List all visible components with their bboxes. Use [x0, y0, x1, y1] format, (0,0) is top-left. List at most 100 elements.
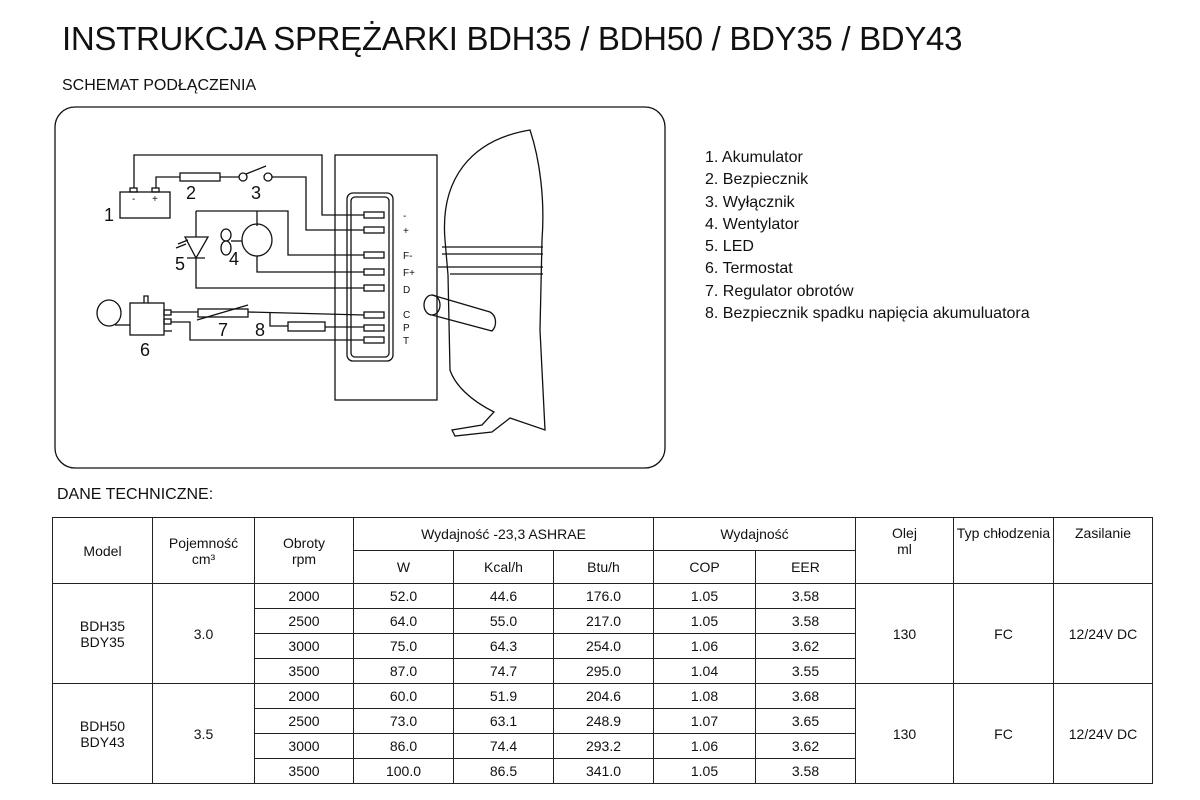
kcal-cell: 51.9	[453, 683, 554, 709]
label-3: 3	[251, 183, 261, 203]
terminals	[363, 211, 385, 344]
cooling-cell: FC	[953, 583, 1054, 684]
header-capacity-group: Wydajność -23,3 ASHRAE	[353, 517, 654, 551]
wire-positive	[272, 176, 364, 231]
rpm-cell: 3500	[254, 658, 354, 684]
w-cell: 52.0	[353, 583, 454, 609]
eer-cell: 3.58	[755, 583, 856, 609]
legend-item: 6. Termostat	[705, 260, 793, 278]
w-cell: 100.0	[353, 758, 454, 784]
thermostat	[129, 302, 165, 336]
legend-item: 3. Wyłącznik	[705, 193, 795, 211]
terminal-label: F+	[403, 268, 415, 279]
header-w: W	[353, 550, 454, 584]
label-1: 1	[104, 205, 114, 225]
capacity-cell: 3.5	[152, 683, 255, 784]
btu-cell: 254.0	[553, 633, 654, 659]
header-power: Zasilanie	[1053, 517, 1153, 584]
legend-item: 5. LED	[705, 238, 754, 256]
legend-item: 8. Bezpiecznik spadku napięcia akumuluat…	[705, 305, 1030, 323]
diagram-legend: 1. Akumulator 2. Bezpiecznik 3. Wyłączni…	[705, 147, 1030, 325]
label-4: 4	[229, 249, 239, 269]
wire-negative	[133, 154, 364, 216]
rpm-cell: 3500	[254, 758, 354, 784]
thermostat-bulb	[96, 299, 122, 327]
battery	[119, 191, 171, 219]
terminal-label: C	[403, 310, 410, 321]
fuse	[179, 172, 221, 182]
kcal-cell: 64.3	[453, 633, 554, 659]
eer-cell: 3.68	[755, 683, 856, 709]
cop-cell: 1.05	[653, 608, 756, 634]
terminal-label: F-	[403, 251, 412, 262]
kcal-cell: 55.0	[453, 608, 554, 634]
cop-cell: 1.06	[653, 733, 756, 759]
cop-cell: 1.08	[653, 683, 756, 709]
btu-cell: 295.0	[553, 658, 654, 684]
eer-cell: 3.65	[755, 708, 856, 734]
btu-cell: 248.9	[553, 708, 654, 734]
kcal-cell: 86.5	[453, 758, 554, 784]
battery-plus: +	[152, 194, 158, 205]
terminal-label: D	[403, 285, 410, 296]
kcal-cell: 74.7	[453, 658, 554, 684]
power-cell: 12/24V DC	[1053, 583, 1153, 684]
oil-cell: 130	[855, 583, 954, 684]
switch-contact	[238, 172, 248, 182]
w-cell: 75.0	[353, 633, 454, 659]
rpm-cell: 2500	[254, 708, 354, 734]
switch-lever	[245, 165, 267, 175]
terminal-label: P	[403, 323, 410, 334]
compressor-body	[443, 129, 546, 437]
legend-item: 1. Akumulator	[705, 149, 803, 166]
terminal-label: +	[403, 226, 409, 237]
w-cell: 64.0	[353, 608, 454, 634]
model-cell: BDH50 BDY43	[52, 683, 153, 784]
btu-cell: 217.0	[553, 608, 654, 634]
battery-minus: -	[132, 194, 135, 205]
rpm-cell: 3000	[254, 633, 354, 659]
cop-cell: 1.05	[653, 583, 756, 609]
eer-cell: 3.58	[755, 608, 856, 634]
capacity-cell: 3.0	[152, 583, 255, 684]
legend-item: 7. Regulator obrotów	[705, 282, 854, 300]
label-5: 5	[175, 254, 185, 274]
power-cell: 12/24V DC	[1053, 683, 1153, 784]
w-cell: 60.0	[353, 683, 454, 709]
model-cell: BDH35 BDY35	[52, 583, 153, 684]
cop-cell: 1.06	[653, 633, 756, 659]
led-symbol	[183, 236, 210, 260]
diagram-frame	[54, 106, 666, 469]
schematic-heading: SCHEMAT PODŁĄCZENIA	[62, 77, 257, 94]
eer-cell: 3.62	[755, 633, 856, 659]
voltage-fuse	[287, 321, 326, 332]
terminal-block-outer	[346, 192, 394, 362]
header-kcal: Kcal/h	[453, 550, 554, 584]
speed-regulator	[197, 308, 249, 318]
rpm-cell: 2000	[254, 683, 354, 709]
cooling-cell: FC	[953, 683, 1054, 784]
legend-item: 4. Wentylator	[705, 215, 799, 233]
eer-cell: 3.62	[755, 733, 856, 759]
label-6: 6	[140, 340, 150, 360]
header-cooling: Typ chłodzenia	[953, 517, 1054, 584]
btu-cell: 293.2	[553, 733, 654, 759]
btu-cell: 176.0	[553, 583, 654, 609]
control-box	[334, 154, 438, 401]
terminal-label: T	[403, 336, 409, 347]
terminal-label: -	[403, 211, 406, 222]
eer-cell: 3.58	[755, 758, 856, 784]
header-efficiency-group: Wydajność	[653, 517, 856, 551]
label-8: 8	[255, 320, 265, 340]
kcal-cell: 63.1	[453, 708, 554, 734]
